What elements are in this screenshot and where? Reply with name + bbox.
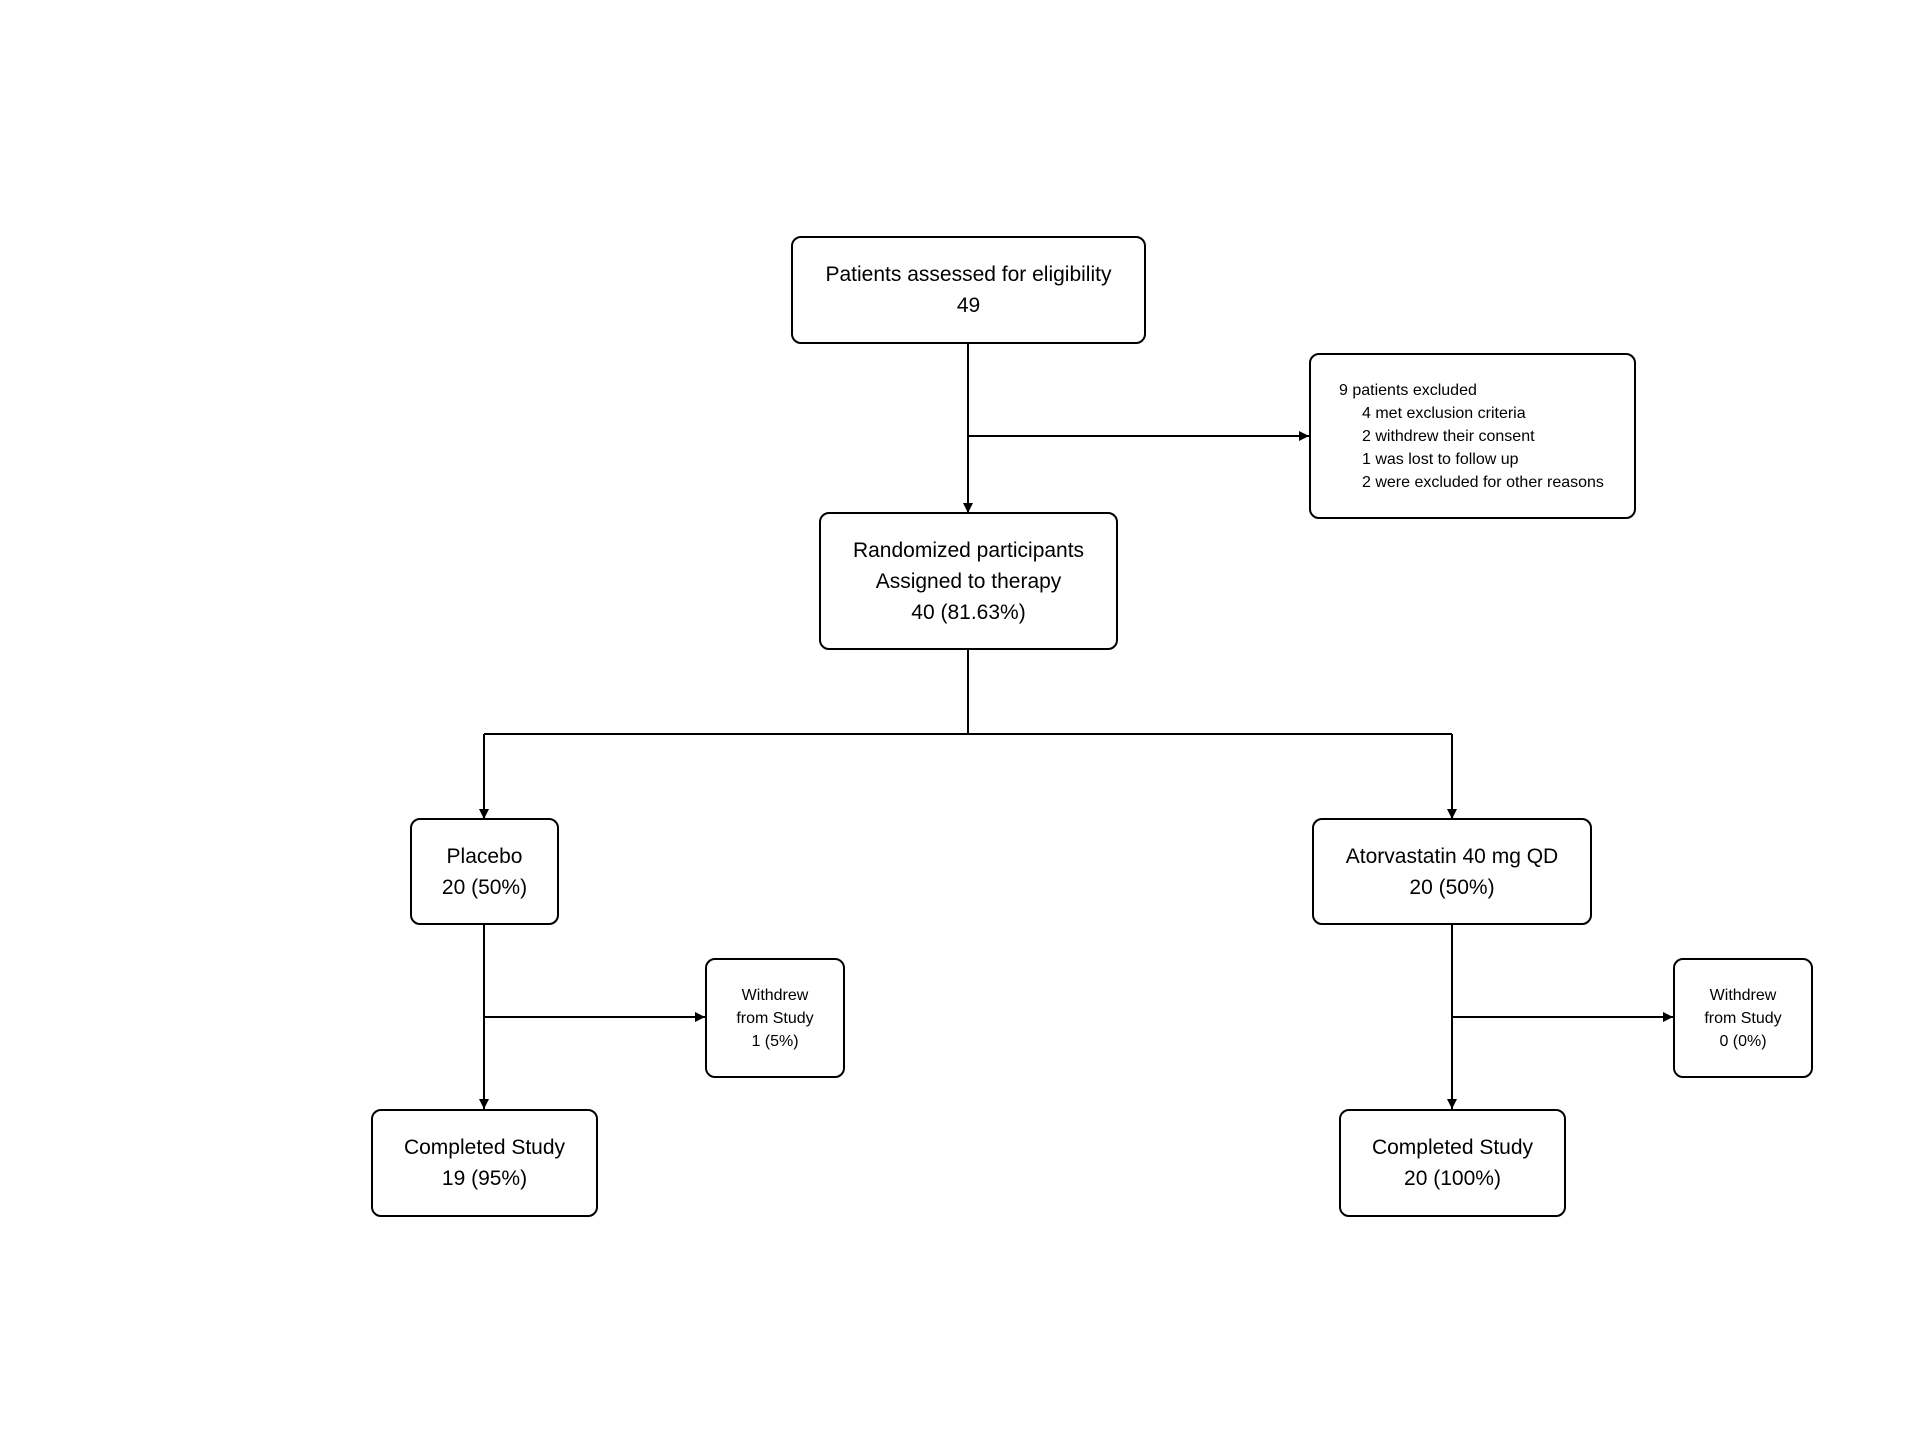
excluded-reason: 1 was lost to follow up xyxy=(1362,450,1519,468)
placebo-label: Placebo xyxy=(446,844,523,868)
randomized-line1: Randomized participants xyxy=(852,538,1085,562)
assessed-label: Patients assessed for eligibility xyxy=(825,263,1112,286)
placebo-withdrew-line2: from Study xyxy=(736,1009,814,1027)
placebo-completed-count: 19 (95%) xyxy=(441,1167,528,1190)
placebo-box: Placebo 20 (50%) xyxy=(410,818,559,925)
atorvastatin-withdrew-box: Withdrew from Study 0 (0%) xyxy=(1673,958,1813,1078)
atorvastatin-withdrew-count: 0 (0%) xyxy=(1719,1032,1767,1050)
randomized-line2: Assigned to therapy xyxy=(875,569,1062,593)
assessed-count: 49 xyxy=(956,294,981,317)
atorvastatin-box: Atorvastatin 40 mg QD 20 (50%) xyxy=(1312,818,1592,925)
placebo-withdrew-box: Withdrew from Study 1 (5%) xyxy=(705,958,845,1078)
assessed-box: Patients assessed for eligibility 49 xyxy=(791,236,1146,344)
excluded-reason: 2 withdrew their consent xyxy=(1362,427,1535,445)
atorvastatin-label: Atorvastatin 40 mg QD xyxy=(1345,844,1559,868)
placebo-count: 20 (50%) xyxy=(441,875,528,899)
randomized-box: Randomized participants Assigned to ther… xyxy=(819,512,1118,650)
placebo-completed-label: Completed Study xyxy=(403,1136,566,1159)
placebo-withdrew-count: 1 (5%) xyxy=(751,1032,799,1050)
excluded-reason: 2 were excluded for other reasons xyxy=(1362,473,1604,491)
excluded-reason: 4 met exclusion criteria xyxy=(1362,404,1526,422)
atorvastatin-count: 20 (50%) xyxy=(1409,875,1495,899)
placebo-completed-box: Completed Study 19 (95%) xyxy=(371,1109,598,1217)
atorvastatin-completed-count: 20 (100%) xyxy=(1404,1167,1501,1190)
excluded-title: 9 patients excluded xyxy=(1339,381,1477,399)
atorvastatin-withdrew-line2: from Study xyxy=(1704,1009,1782,1027)
atorvastatin-completed-label: Completed Study xyxy=(1371,1136,1534,1159)
excluded-box: 9 patients excluded 4 met exclusion crit… xyxy=(1309,353,1636,519)
atorvastatin-withdrew-line1: Withdrew xyxy=(1709,986,1777,1004)
atorvastatin-completed-box: Completed Study 20 (100%) xyxy=(1339,1109,1566,1217)
randomized-count: 40 (81.63%) xyxy=(911,600,1026,624)
placebo-withdrew-line1: Withdrew xyxy=(741,986,809,1004)
